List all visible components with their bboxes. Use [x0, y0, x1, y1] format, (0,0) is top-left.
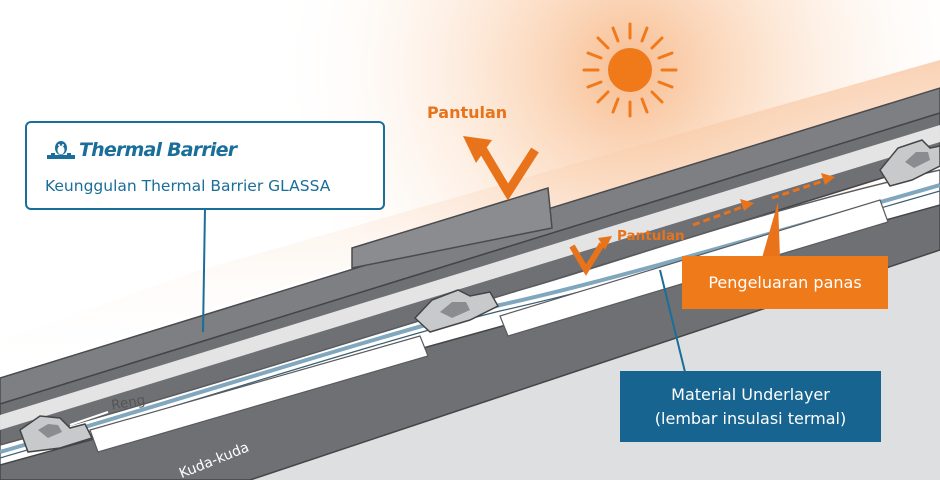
- sun-icon: [582, 22, 678, 118]
- heat-box-pointer: [762, 202, 780, 258]
- underlayer-title: Material Underlayer: [671, 384, 830, 404]
- heat-arrow-head-2: [821, 173, 835, 185]
- batten-profile-right: [879, 139, 940, 187]
- tile-step: [351, 187, 553, 269]
- batten-profile-middle: [413, 289, 500, 333]
- batten-leader: [69, 411, 109, 426]
- reflection-arrow-small: [569, 236, 612, 276]
- brand-description: Keunggulan Thermal Barrier GLASSA: [45, 177, 331, 195]
- underlayer-leader: [659, 269, 686, 373]
- brand-logo: Thermal Barrier: [47, 139, 237, 161]
- heat-release-box: Pengeluaran panas: [682, 256, 888, 309]
- roof-tile-outer: [0, 87, 940, 405]
- heat-release-label: Pengeluaran panas: [708, 273, 862, 292]
- batten-bar-left: [89, 335, 429, 453]
- brand-name: Thermal Barrier: [79, 139, 237, 161]
- air-gap: [0, 125, 940, 430]
- brand-callout: Thermal Barrier Keunggulan Thermal Barri…: [25, 121, 385, 210]
- heat-release-arrows: [692, 178, 827, 227]
- reflection-label-top: Pantulan: [427, 103, 508, 122]
- brand-leader: [202, 207, 206, 333]
- heat-arrow-head-1: [740, 199, 754, 211]
- underlayer-subtitle: (lembar insulasi termal): [654, 408, 847, 428]
- penguin-icon: [47, 141, 75, 159]
- reflection-label-inner: Pantulan: [617, 228, 685, 244]
- batten-profile-left: [19, 415, 94, 453]
- reflection-arrow-large: [463, 136, 539, 201]
- underlayer-box: Material Underlayer (lembar insulasi ter…: [620, 371, 881, 442]
